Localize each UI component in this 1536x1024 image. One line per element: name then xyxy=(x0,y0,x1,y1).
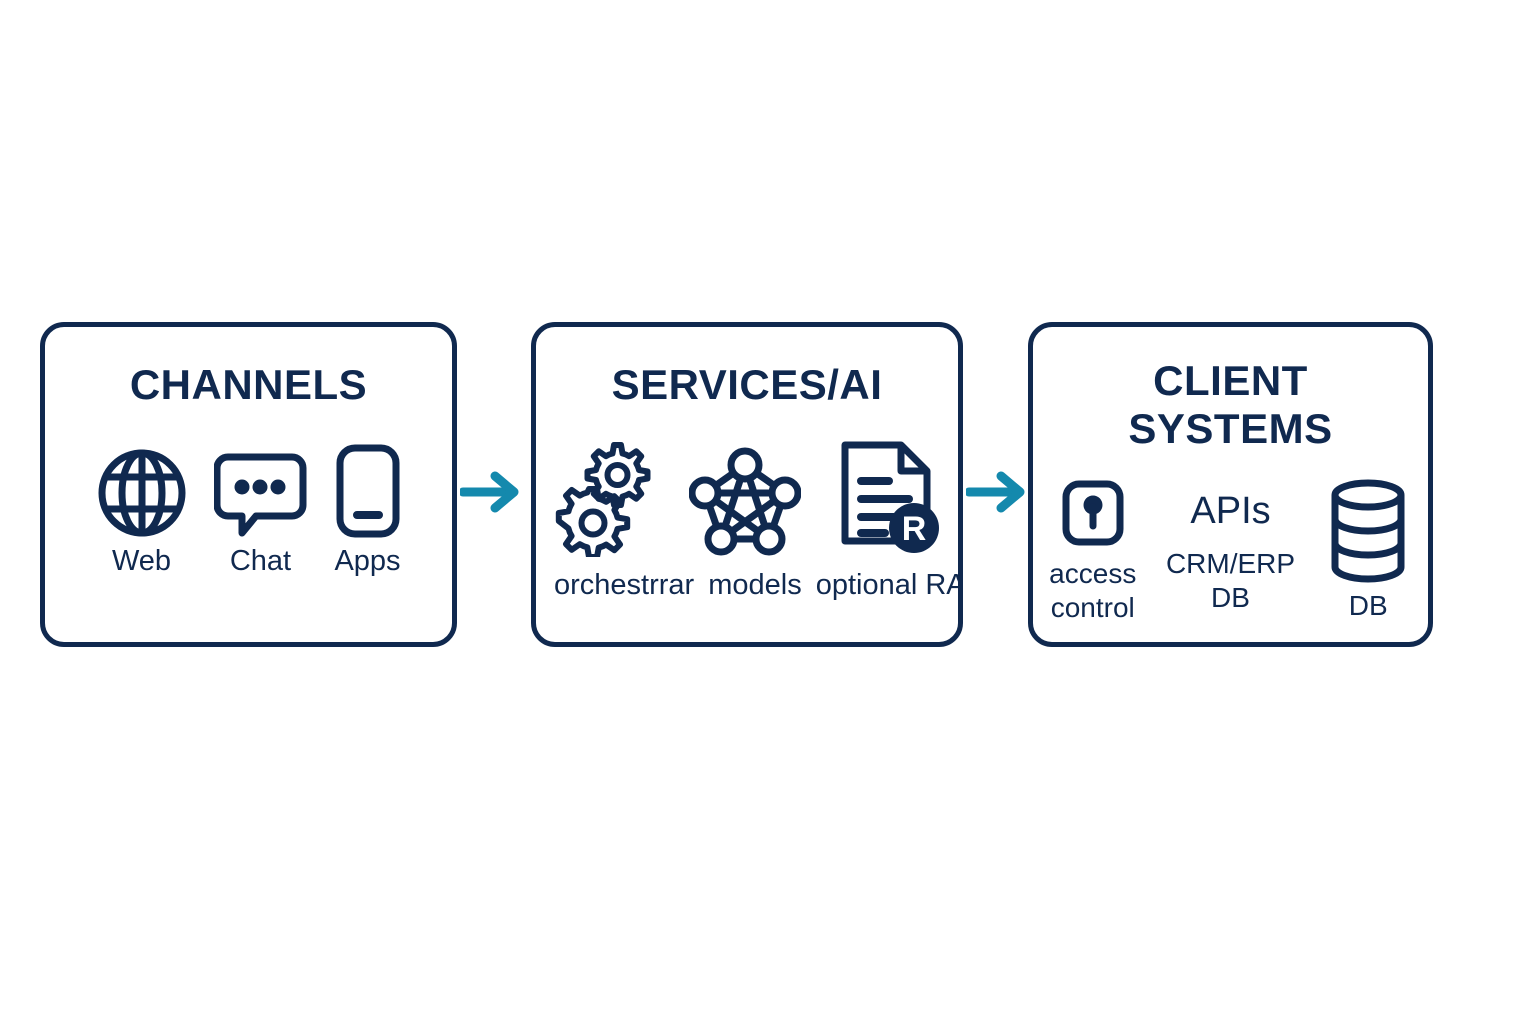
service-label-models: models xyxy=(708,569,802,601)
service-item-models[interactable] xyxy=(689,445,801,557)
apis-text: APIs xyxy=(1190,490,1271,532)
document-rag-icon: R xyxy=(835,439,943,557)
mobile-phone-icon xyxy=(334,443,402,539)
database-cylinder-icon xyxy=(1327,479,1409,583)
chat-bubble-icon xyxy=(213,447,308,539)
globe-icon xyxy=(96,447,188,539)
rag-badge-letter: R xyxy=(902,510,927,548)
service-label-rag: optional RAG xyxy=(815,569,958,601)
neural-network-icon xyxy=(689,445,801,557)
client-item-database[interactable]: DB xyxy=(1309,479,1429,623)
services-caption: orchestrrar models optional RAG xyxy=(554,569,958,602)
channel-item-web[interactable]: Web xyxy=(96,447,188,578)
service-item-rag[interactable]: R xyxy=(835,439,943,557)
client-label-db: DB xyxy=(1348,590,1388,621)
channel-label-web: Web xyxy=(111,545,172,577)
client-item-apis[interactable]: APIs CRM/ERP DB xyxy=(1165,479,1296,615)
client-item-access-control[interactable]: access control xyxy=(1033,479,1153,625)
arrow-services-to-client xyxy=(966,470,1032,514)
box-client-title: CLIENT SYSTEMS xyxy=(1128,357,1333,452)
client-icon-row: access control APIs CRM/ERP DB xyxy=(1033,479,1428,625)
client-label-access-control: access control xyxy=(1049,558,1137,623)
box-services-ai[interactable]: SERVICES/AI xyxy=(531,322,963,647)
box-services-title: SERVICES/AI xyxy=(611,361,883,408)
gears-icon xyxy=(551,437,655,557)
channel-label-apps: Apps xyxy=(334,545,401,577)
arrow-channels-to-services xyxy=(460,470,526,514)
client-label-crm-erp-db: CRM/ERP DB xyxy=(1165,548,1296,613)
channel-label-chat: Chat xyxy=(229,545,292,577)
service-label-orchestrator: orchestrrar xyxy=(554,569,695,601)
channel-item-apps[interactable]: Apps xyxy=(334,443,402,578)
box-channels[interactable]: CHANNELS Web xyxy=(40,322,457,647)
box-channels-title: CHANNELS xyxy=(129,361,368,408)
channel-item-chat[interactable]: Chat xyxy=(213,447,308,578)
services-icon-row: R xyxy=(536,437,958,557)
channels-icon-row: Web Chat xyxy=(45,443,452,578)
box-client-systems[interactable]: CLIENT SYSTEMS access control APIs CRM/E… xyxy=(1028,322,1433,647)
service-item-orchestrator[interactable] xyxy=(551,437,655,557)
lock-icon xyxy=(1060,479,1126,549)
